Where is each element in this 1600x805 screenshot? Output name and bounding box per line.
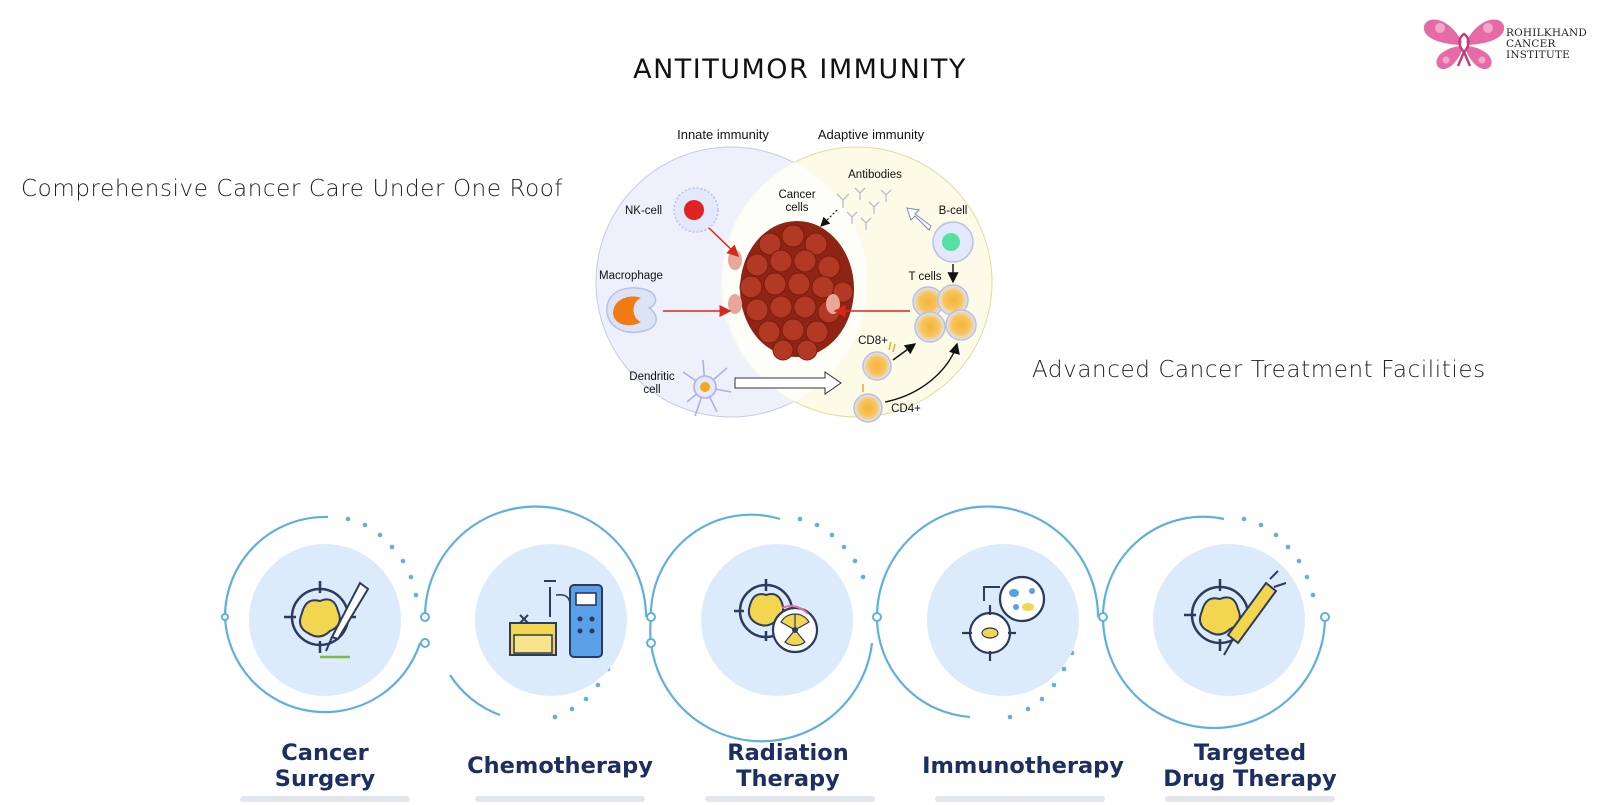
cd8-cell-icon [862, 341, 896, 381]
immunotherapy-icon [962, 575, 1046, 661]
cd4-label: CD4+ [891, 403, 921, 415]
treatment-label-line: Chemotherapy [467, 753, 653, 779]
innate-immunity-label: Innate immunity [677, 127, 769, 142]
ring-arc-4b [875, 616, 971, 719]
treatment-label-line: Drug Therapy [1163, 766, 1337, 792]
ring-arc-5 [1101, 515, 1225, 618]
ring-arc-2b [449, 674, 501, 717]
tagline-advanced-facilities: Advanced Cancer Treatment Facilities [1032, 357, 1486, 383]
cd8-label: CD8+ [858, 335, 888, 347]
treatment-label-chemotherapy: Chemotherapy [445, 753, 675, 779]
logo-line-2: CANCER [1506, 38, 1556, 50]
macrophage-icon [606, 287, 657, 333]
ring-arc-1b [223, 616, 422, 714]
disc-2 [475, 544, 627, 696]
dendritic-cell-icon [682, 359, 732, 417]
cancer-cells-cluster-icon [728, 221, 854, 361]
ring-arc-1 [223, 515, 329, 618]
ring-arc-3 [649, 513, 781, 618]
logo-line-1: ROHILKHAND [1506, 27, 1587, 39]
macrophage-label: Macrophage [599, 270, 663, 282]
caption-placeholder-3 [705, 796, 875, 802]
dendritic-cell-label-2: cell [643, 384, 660, 396]
logo-line-3: INSTITUTE [1506, 49, 1571, 61]
treatment-label-targeted-drug-therapy: Targeted Drug Therapy [1135, 740, 1365, 792]
treatment-label-line: Cancer [281, 740, 369, 766]
treatment-label-line: Immunotherapy [922, 753, 1124, 779]
antibodies-icon [836, 187, 892, 230]
nk-cell-label: NK-cell [625, 205, 662, 217]
surgery-icon [284, 581, 370, 659]
t-cells-icon [912, 284, 977, 343]
cancer-cells-label-2: cells [785, 202, 808, 214]
treatment-label-line: Radiation [727, 740, 849, 766]
treatment-label-line: Surgery [274, 766, 376, 792]
chemotherapy-icon [509, 580, 603, 658]
ring-arc-4 [875, 505, 1100, 618]
t-cells-label: T cells [908, 271, 941, 283]
treatment-label-line: Therapy [736, 766, 840, 792]
page-title: ANTITUMOR IMMUNITY [633, 54, 967, 85]
butterfly-ribbon-logo-icon [1423, 19, 1505, 70]
targeted-drug-icon [1184, 570, 1287, 656]
logo-wordmark: ROHILKHAND CANCER INSTITUTE [1506, 28, 1587, 61]
tagline-comprehensive-care: Comprehensive Cancer Care Under One Roof [21, 176, 564, 202]
treatment-label-line: Targeted [1193, 740, 1307, 766]
treatment-label-immunotherapy: Immunotherapy [903, 753, 1143, 779]
radiation-icon [734, 579, 819, 654]
caption-placeholder-4 [935, 796, 1105, 802]
treatment-label-radiation-therapy: Radiation Therapy [688, 740, 888, 792]
cancer-cells-label: Cancer [778, 189, 815, 201]
caption-placeholder-2 [475, 796, 645, 802]
ring-arc-3b [649, 616, 874, 743]
caption-placeholder-1 [240, 796, 410, 802]
treatment-label-cancer-surgery: Cancer Surgery [225, 740, 425, 792]
ring-arc-5b [1101, 616, 1327, 730]
ring-arc-2 [423, 505, 648, 618]
b-cell-icon [932, 221, 974, 263]
cd4-cell-icon [853, 384, 883, 423]
treatment-circles-strip [221, 505, 1330, 743]
antitumor-immunity-diagram: Innate immunity Adaptive immunity Cancer… [595, 127, 993, 423]
antibodies-label: Antibodies [848, 169, 902, 181]
adaptive-immunity-label: Adaptive immunity [818, 127, 925, 142]
caption-placeholder-5 [1165, 796, 1335, 802]
nk-cell-icon [673, 187, 719, 233]
b-cell-label: B-cell [939, 205, 968, 217]
dendritic-cell-label: Dendritic [629, 371, 675, 383]
